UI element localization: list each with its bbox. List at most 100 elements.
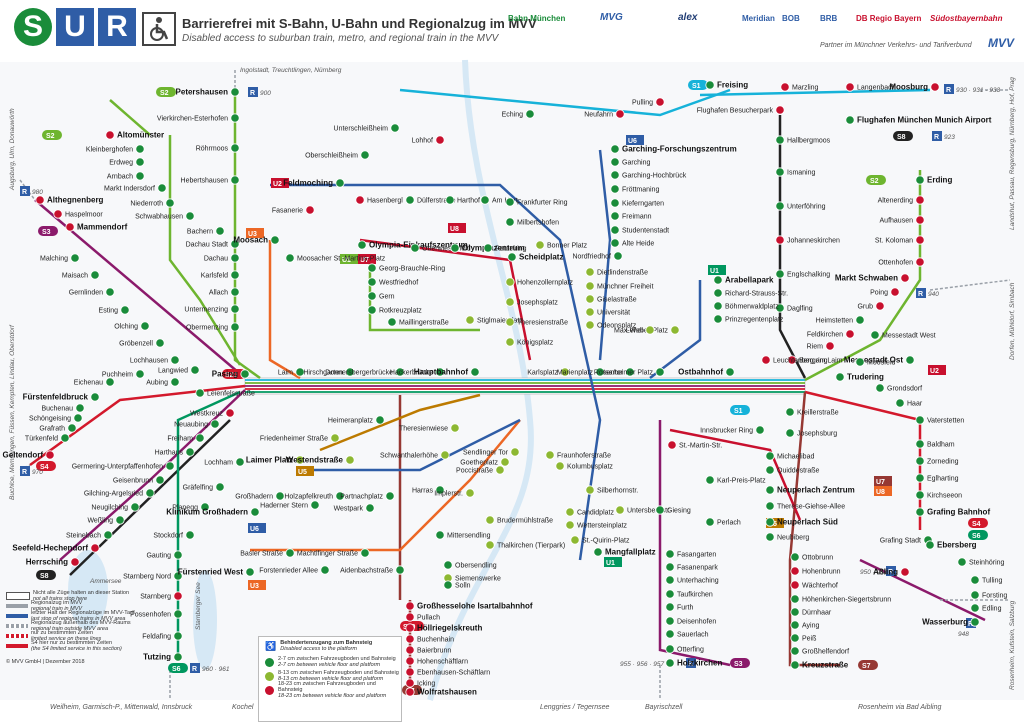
station-waechterhof[interactable]: Wächterhof — [790, 580, 838, 590]
station-klinikum-grosshadern[interactable]: Klinikum Großhadern — [166, 507, 260, 517]
station-marker[interactable] — [665, 562, 675, 572]
station-marker[interactable] — [875, 301, 885, 311]
station-marker[interactable] — [765, 451, 775, 461]
station-furth[interactable]: Furth — [665, 602, 694, 612]
station-marker[interactable] — [565, 507, 575, 517]
station-grosshelfendorf[interactable]: Großhelfendorf — [790, 646, 849, 656]
station-marker[interactable] — [105, 130, 115, 140]
station-marker[interactable] — [435, 135, 445, 145]
station-laim[interactable]: Laim — [278, 367, 305, 377]
station-marker[interactable] — [790, 552, 800, 562]
station-basler-strasse[interactable]: Basler Straße — [240, 548, 295, 558]
station-marker[interactable] — [970, 603, 980, 613]
station-marker[interactable] — [185, 447, 195, 457]
station-marker[interactable] — [790, 620, 800, 630]
station-baldham[interactable]: Baldham — [915, 439, 955, 449]
station-leienfelsstrasse[interactable]: Leienfelsstraße — [195, 388, 255, 398]
station-petershausen[interactable]: Petershausen — [176, 87, 240, 97]
station-marker[interactable] — [610, 157, 620, 167]
station-westpark[interactable]: Westpark — [334, 503, 375, 513]
station-marker[interactable] — [780, 82, 790, 92]
station-goetheplatz[interactable]: Goetheplatz — [460, 457, 510, 467]
station-quiddestrasse[interactable]: Quiddestraße — [765, 465, 820, 475]
station-planegg[interactable]: Planegg — [172, 502, 210, 512]
station-marker[interactable] — [335, 491, 345, 501]
station-oberschleissheim[interactable]: Oberschleißheim — [305, 150, 370, 160]
station-marker[interactable] — [855, 315, 865, 325]
station-marker[interactable] — [230, 287, 240, 297]
station-marker[interactable] — [70, 253, 80, 263]
station-marker[interactable] — [615, 109, 625, 119]
station-marker[interactable] — [610, 144, 620, 154]
station-marker[interactable] — [485, 515, 495, 525]
station-erding[interactable]: Erding — [915, 175, 953, 185]
station-esting[interactable]: Esting — [99, 305, 130, 315]
station-moosach[interactable]: Moosach — [233, 235, 280, 245]
station-marker[interactable] — [357, 240, 367, 250]
station-marker[interactable] — [405, 623, 415, 633]
station-marker[interactable] — [405, 687, 415, 697]
station-marker[interactable] — [915, 490, 925, 500]
station-marker[interactable] — [230, 143, 240, 153]
station-kreillerstrasse[interactable]: Kreillerstraße — [785, 407, 839, 417]
station-eichenau[interactable]: Eichenau — [74, 377, 115, 387]
station-heimeranplatz[interactable]: Heimeranplatz — [328, 415, 385, 425]
station-olching[interactable]: Olching — [114, 321, 150, 331]
station-marker[interactable] — [190, 365, 200, 375]
station-moosburg[interactable]: Moosburg — [889, 82, 940, 92]
station-schoengeising[interactable]: Schöngeising — [29, 413, 83, 423]
station-marker[interactable] — [395, 565, 405, 575]
station-solln[interactable]: Solln — [443, 580, 471, 590]
station-unterfoehring[interactable]: Unterföhring — [775, 201, 826, 211]
station-marker[interactable] — [915, 439, 925, 449]
station-mammendorf[interactable]: Mammendorf — [65, 222, 128, 232]
station-nordfriedhof[interactable]: Nordfriedhof — [572, 251, 623, 261]
station-garching-fz[interactable]: Garching-Forschungszentrum — [610, 144, 737, 154]
station-mittersendling[interactable]: Mittersendling — [435, 530, 491, 540]
station-marker[interactable] — [450, 243, 460, 253]
station-boehmerwaldplatz[interactable]: Böhmerwaldplatz — [713, 301, 779, 311]
station-marker[interactable] — [625, 367, 635, 377]
station-grondsdorf[interactable]: Grondsdorf — [875, 383, 922, 393]
station-haspelmoor[interactable]: Haspelmoor — [53, 209, 104, 219]
station-feldkirchen[interactable]: Feldkirchen — [807, 329, 855, 339]
station-grafrath[interactable]: Grafrath — [39, 423, 77, 433]
station-langenbach[interactable]: Langenbach — [845, 82, 896, 92]
station-marker[interactable] — [135, 157, 145, 167]
station-marker[interactable] — [835, 372, 845, 382]
station-milbertshofen[interactable]: Milbertshofen — [505, 217, 559, 227]
station-daglfing[interactable]: Daglfing — [775, 303, 813, 313]
station-marker[interactable] — [450, 423, 460, 433]
station-marker[interactable] — [593, 547, 603, 557]
station-marker[interactable] — [90, 270, 100, 280]
station-marker[interactable] — [667, 440, 677, 450]
station-marker[interactable] — [775, 303, 785, 313]
station-possenhofen[interactable]: Possenhofen — [130, 609, 183, 619]
station-ottobrunn[interactable]: Ottobrunn — [790, 552, 833, 562]
station-marker[interactable] — [200, 502, 210, 512]
station-pasing[interactable]: Pasing — [212, 369, 250, 379]
station-neubiberg[interactable]: Neubiberg — [765, 532, 810, 542]
station-marker[interactable] — [585, 267, 595, 277]
station-kleinberghofen[interactable]: Kleinberghofen — [86, 144, 145, 154]
station-dietlindenstrasse[interactable]: Dietlindenstraße — [585, 267, 648, 277]
station-harthof[interactable]: Harthof — [445, 195, 480, 205]
station-candidplatz[interactable]: Candidplatz — [565, 507, 615, 517]
station-marker[interactable] — [135, 369, 145, 379]
station-marker[interactable] — [705, 80, 715, 90]
station-bonner-platz[interactable]: Bonner Platz — [535, 240, 588, 250]
station-fuerstenfeldbruck[interactable]: Fürstenfeldbruck — [23, 392, 100, 402]
station-marker[interactable] — [655, 367, 665, 377]
station-donnersbergerbruecke[interactable]: Donnersbergerbrücke — [325, 367, 405, 377]
station-moosfeld[interactable]: Moosfeld — [855, 357, 896, 367]
station-aubing[interactable]: Aubing — [146, 377, 180, 387]
station-marker[interactable] — [405, 634, 415, 644]
station-marienplatz[interactable]: Marienplatz — [557, 367, 605, 377]
station-st-quirin-platz[interactable]: St.-Quirin-Platz — [570, 535, 630, 545]
station-marker[interactable] — [387, 317, 397, 327]
station-peiss[interactable]: Peiß — [790, 633, 817, 643]
station-marker[interactable] — [360, 548, 370, 558]
station-marker[interactable] — [250, 507, 260, 517]
station-hebertshausen[interactable]: Hebertshausen — [181, 175, 240, 185]
station-marker[interactable] — [713, 314, 723, 324]
